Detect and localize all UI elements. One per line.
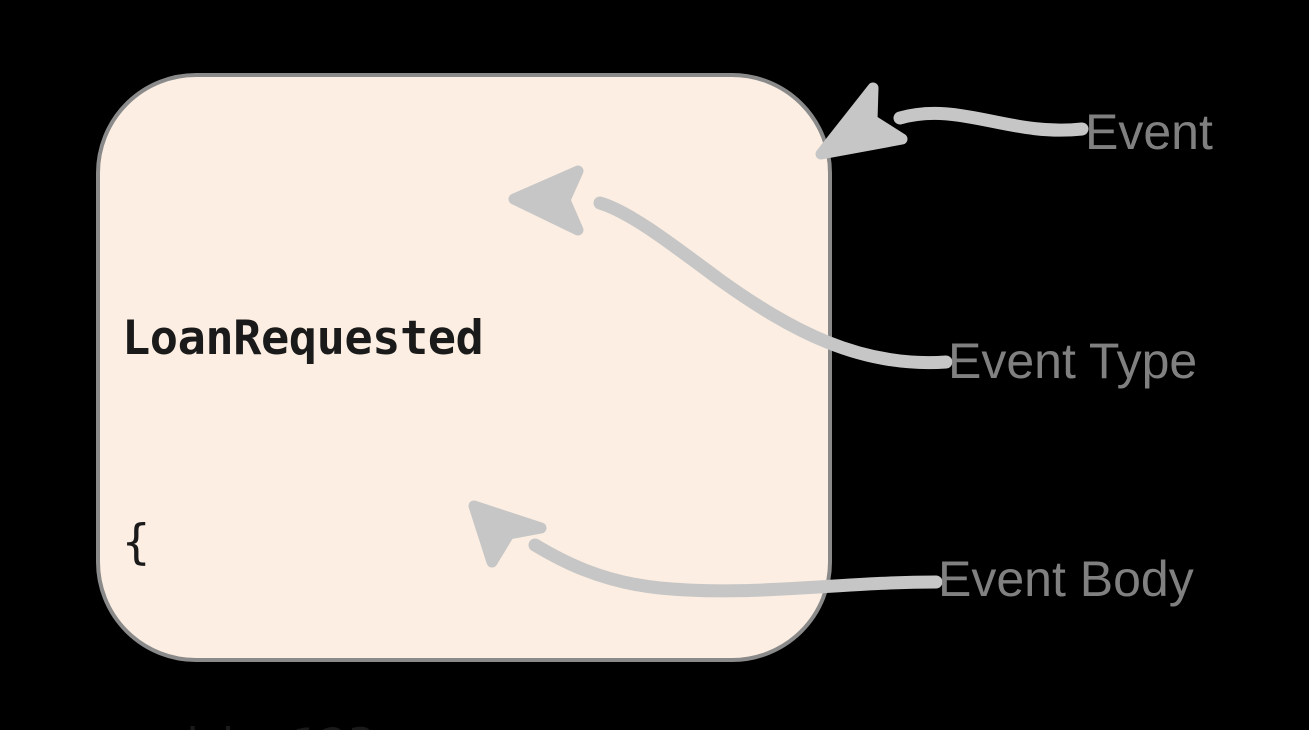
annotation-label-event-body: Event Body (938, 551, 1194, 607)
event-arrow-head-icon (815, 82, 908, 160)
annotation-label-event-type: Event Type (948, 333, 1198, 389)
event-card: LoanRequested { id: 123, amount: 100, bo… (96, 73, 832, 730)
event-field-id: id: 123, (122, 713, 772, 730)
annotation-label-event: Event (1085, 104, 1213, 160)
event-type-name: LoanRequested (122, 311, 484, 366)
event-body-open-brace: { (122, 515, 151, 570)
event-arrow (815, 82, 1089, 160)
event-arrow-line (893, 106, 1089, 137)
event-code-block: LoanRequested { id: 123, amount: 100, bo… (122, 169, 772, 730)
